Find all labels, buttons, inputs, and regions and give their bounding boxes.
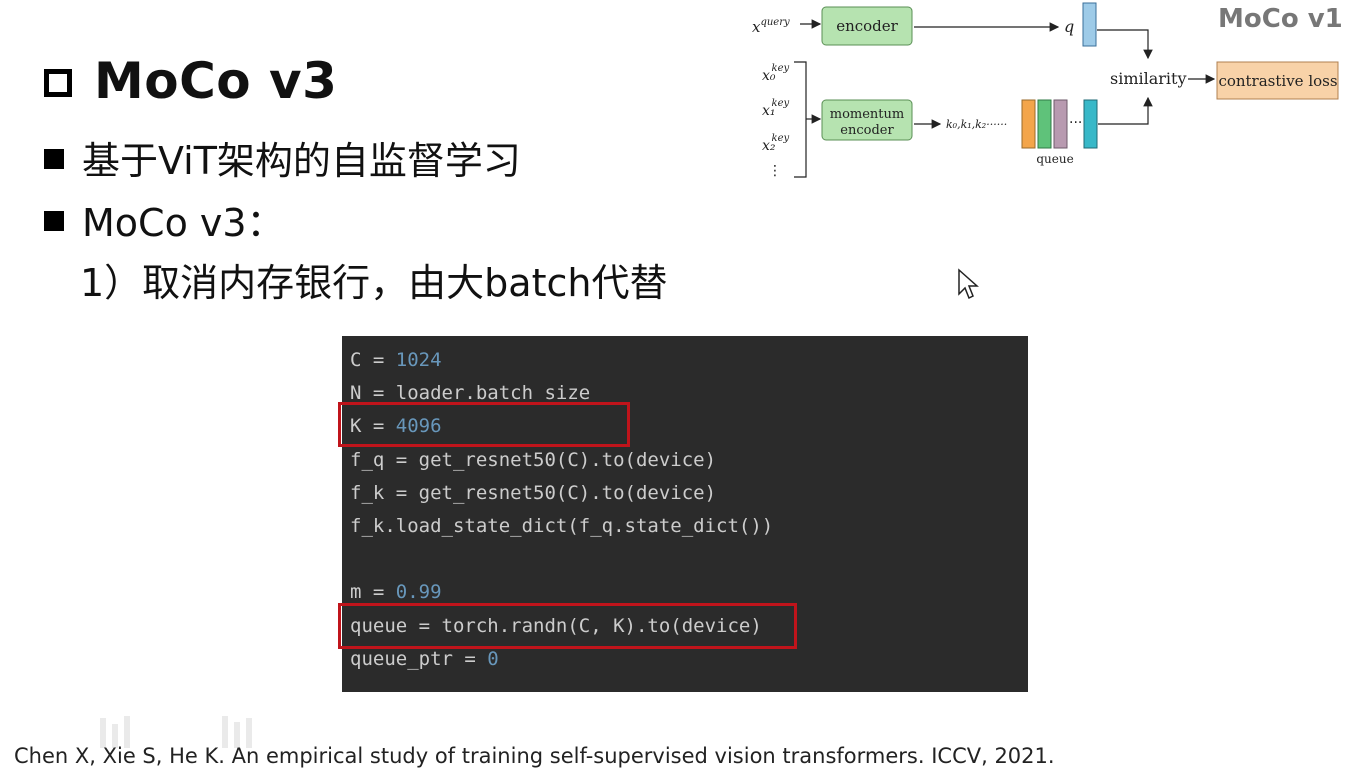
x0-key-label: x₀key [762, 63, 789, 84]
code-text: C = [350, 349, 396, 371]
momentum-label-1: momentum [830, 107, 904, 122]
contrastive-loss-box [1216, 61, 1339, 100]
encoder-box [821, 6, 913, 46]
queue-item-green [1037, 99, 1052, 149]
queue-dots: ···· [1069, 115, 1087, 131]
code-line: m = 0.99 [350, 578, 1020, 611]
code-line: f_k = get_resnet50(C).to(device) [350, 479, 1020, 512]
q-label: q [1064, 17, 1074, 36]
bullet-text: MoCo v3： [82, 201, 285, 245]
code-text: f_q = get_resnet50(C).to(device) [350, 448, 717, 471]
queue-label: queue [1036, 152, 1073, 166]
code-text: K = [350, 415, 396, 438]
code-text: m = [350, 581, 396, 604]
sub-point-1: 1）取消内存银行，由大batch代替 [80, 261, 668, 305]
diagram-title: MoCo v1 [1218, 4, 1343, 34]
hollow-square-icon [44, 69, 72, 97]
code-line [350, 545, 1020, 578]
bullet-text: 基于ViT架构的自监督学习 [82, 139, 521, 183]
code-line: K = 4096 [350, 412, 1020, 445]
x2-key-label: x₂key [762, 133, 789, 154]
code-text: f_k = get_resnet50(C).to(device) [350, 481, 717, 504]
slide-title: MoCo v3 [44, 52, 337, 110]
bullet-vit-ssl: 基于ViT架构的自监督学习 [44, 130, 521, 185]
code-block: C = 1024 N = loader.batch_size K = 4096 f_q… [342, 336, 1028, 692]
title-text: MoCo v3 [94, 52, 338, 110]
moco-v1-diagram: xquery encoder q similarity contrastive … [752, 2, 1339, 179]
code-number: 1024 [395, 349, 442, 371]
code-line: f_k.load_state_dict(f_q.state_dict()) [350, 512, 1020, 545]
x1-key-label: x₁key [762, 98, 789, 119]
x-query-label: xquery [752, 17, 790, 36]
code-number: 0.99 [395, 581, 442, 604]
contrastive-loss-label: contrastive loss [1218, 72, 1337, 90]
queue-item-orange [1021, 99, 1036, 149]
code-number: 0 [487, 647, 499, 670]
watermark-logo-icon [100, 716, 252, 748]
queue-item-purple [1053, 99, 1068, 149]
highlight-box-k [338, 402, 630, 447]
mouse-cursor-icon [958, 268, 979, 300]
code-line: f_q = get_resnet50(C).to(device) [350, 446, 1020, 479]
momentum-encoder-box [821, 99, 913, 141]
bullet-mocov3: MoCo v3： [44, 192, 285, 247]
encoder-label: encoder [836, 17, 898, 35]
code-text: f_k.load_state_dict(f_q.state_dict()) [350, 514, 774, 537]
highlight-box-queue [338, 603, 797, 649]
filled-square-icon [44, 211, 64, 231]
momentum-label-2: encoder [840, 123, 894, 138]
q-vector [1082, 2, 1097, 47]
filled-square-icon [44, 149, 64, 169]
citation: Chen X, Xie S, He K. An empirical study … [14, 744, 1055, 768]
code-line: N = loader.batch_size [350, 379, 1020, 412]
vdots: ⋮ [768, 163, 782, 179]
code-line: queue = torch.randn(C, K).to(device) [350, 612, 1020, 645]
code-text: N = loader.batch_size [350, 382, 591, 405]
code-line: C = 1024 [350, 346, 1020, 379]
queue-item-teal [1083, 99, 1098, 149]
keys-label: k₀,k₁,k₂······ [946, 118, 1007, 131]
code-text: queue_ptr = [350, 647, 488, 670]
code-line: queue_ptr = 0 [350, 645, 1020, 678]
code-text: queue = torch.randn(C, K).to(device) [350, 614, 762, 637]
code-number: 4096 [395, 415, 442, 438]
similarity-label: similarity [1110, 69, 1187, 88]
